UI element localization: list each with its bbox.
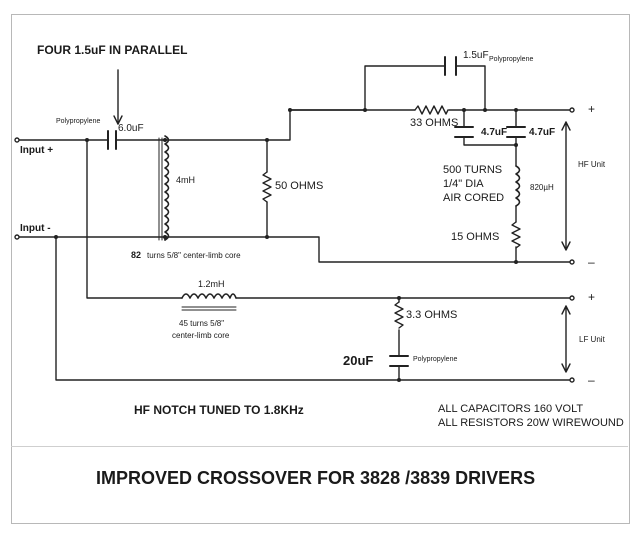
- res-33-label: 33 OHMS: [410, 117, 459, 129]
- title-separator: [11, 446, 628, 447]
- cap-47a-symbol: [454, 126, 474, 138]
- coil-500-line1: 500 TURNS: [443, 164, 503, 176]
- cap-15uf-label: 1.5uF: [463, 50, 489, 61]
- res-3-3-label: 3.3 OHMS: [406, 309, 458, 321]
- core-45-line2: center-limb core: [172, 331, 230, 340]
- inductor-12mh-symbol: [181, 293, 237, 299]
- input-minus-wire: [16, 236, 573, 263]
- hf-unit-arrow: [561, 121, 571, 251]
- ind-4mh-label: 4mH: [176, 175, 196, 185]
- resistor-33-symbol: [414, 105, 449, 115]
- cap-15uf-symbol: [444, 56, 457, 76]
- lf-unit-label: LF Unit: [579, 335, 605, 344]
- poly-label-c: Polypropylene: [413, 356, 458, 363]
- wire-top-rail: [164, 65, 486, 237]
- wire-notch-a: [463, 109, 517, 146]
- turns-82-label: 82: [131, 250, 142, 260]
- arrow-head: [113, 115, 123, 125]
- core-45-line1: 45 turns 5/8": [179, 319, 225, 328]
- terminal-hf-plus: [569, 107, 575, 113]
- coil-500-line2: 1/4" DIA: [443, 178, 484, 190]
- input-minus-label: Input -: [20, 223, 51, 234]
- resistor-33ohm-symbol: [394, 301, 404, 329]
- resistor-50-symbol: [262, 171, 272, 203]
- cap-6uf-symbol: [107, 130, 117, 150]
- all-res-label: ALL RESISTORS 20W WIREWOUND: [438, 417, 624, 429]
- terminal-hf-minus: [569, 259, 575, 265]
- inductor-4mh-symbol: [164, 135, 170, 241]
- cap-20uf-label: 20uF: [343, 353, 374, 368]
- inductor-4mh-core: [158, 137, 163, 241]
- coil-820-symbol: [515, 165, 521, 207]
- four-caps-label: FOUR 1.5uF IN PARALLEL: [37, 43, 188, 57]
- hf-notch-label: HF NOTCH TUNED TO 1.8KHz: [134, 403, 304, 417]
- poly-label-a: Polypropylene: [56, 118, 101, 125]
- cap-47b-label: 4.7uF: [529, 127, 556, 138]
- ind-12mh-label: 1.2mH: [198, 279, 225, 289]
- core-82-label: turns 5/8" center-limb core: [147, 251, 241, 260]
- cap-20uf-symbol: [389, 355, 409, 367]
- input-plus-label: Input +: [20, 145, 54, 156]
- res-15-label: 15 OHMS: [451, 231, 500, 243]
- hf-plus-sign: +: [588, 102, 596, 116]
- all-caps-label: ALL CAPACITORS 160 VOLT: [438, 403, 584, 415]
- poly-label-b: Polypropylene: [489, 56, 534, 63]
- terminal-lf-plus: [569, 295, 575, 301]
- terminal-lf-minus: [569, 377, 575, 383]
- inductor-12mh-core: [181, 306, 237, 311]
- res-50-label: 50 OHMS: [275, 180, 324, 192]
- ind-820-label: 820µH: [530, 183, 554, 192]
- hf-minus-sign: –: [588, 255, 595, 269]
- coil-500-line3: AIR CORED: [443, 192, 505, 204]
- lf-minus-sign: –: [588, 373, 595, 387]
- diagram-title: IMPROVED CROSSOVER FOR 3828 /3839 DRIVER…: [96, 468, 536, 488]
- hf-unit-label: HF Unit: [578, 160, 606, 169]
- lf-plus-sign: +: [588, 290, 596, 304]
- lf-unit-arrow: [561, 305, 571, 373]
- wire-lf-bus: [86, 139, 573, 299]
- cap-47a-label: 4.7uF: [481, 127, 508, 138]
- resistor-15-symbol: [511, 221, 521, 249]
- cap-47b-symbol: [506, 126, 526, 138]
- terminal-in-plus: [14, 137, 20, 143]
- diagram-frame: [11, 14, 630, 524]
- cap-6uf-label: 6.0uF: [118, 123, 144, 134]
- terminal-in-minus: [14, 234, 20, 240]
